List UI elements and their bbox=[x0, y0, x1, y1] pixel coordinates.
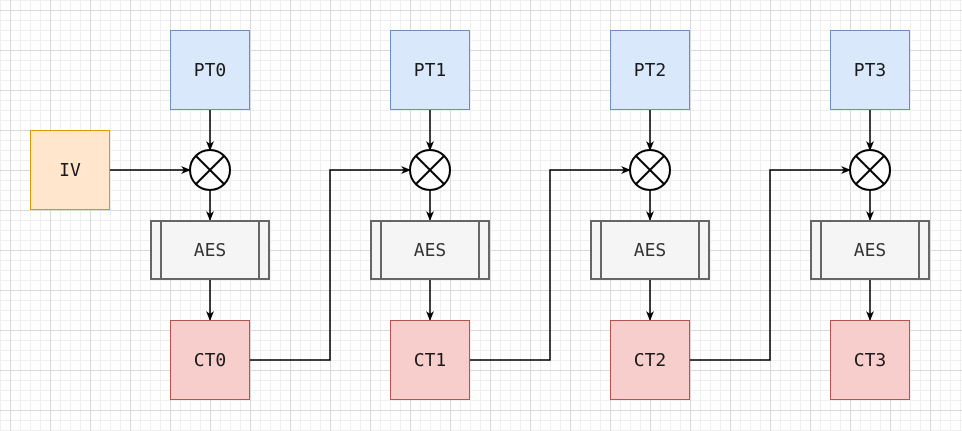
aes-block-0[interactable]: AES bbox=[150, 220, 270, 280]
plaintext-block-3[interactable]: PT3 bbox=[830, 30, 910, 110]
xor-circle-icon bbox=[629, 149, 671, 191]
aes-label-1: AES bbox=[413, 239, 447, 261]
plaintext-block-0[interactable]: PT0 bbox=[170, 30, 250, 110]
aes-label-0: AES bbox=[193, 239, 227, 261]
aes-label-2: AES bbox=[633, 239, 667, 261]
ciphertext-label-2: CT2 bbox=[633, 349, 667, 371]
ciphertext-label-0: CT0 bbox=[193, 349, 227, 371]
ciphertext-label-1: CT1 bbox=[413, 349, 447, 371]
arrow-ct-chain-1 bbox=[470, 166, 631, 361]
ciphertext-block-1[interactable]: CT1 bbox=[390, 320, 470, 400]
aes-block-2[interactable]: AES bbox=[590, 220, 710, 280]
plaintext-label-1: PT1 bbox=[413, 59, 447, 81]
ciphertext-block-3[interactable]: CT3 bbox=[830, 320, 910, 400]
xor-circle-icon bbox=[189, 149, 231, 191]
aes-block-3[interactable]: AES bbox=[810, 220, 930, 280]
iv-box[interactable]: IV bbox=[30, 130, 110, 210]
plaintext-block-1[interactable]: PT1 bbox=[390, 30, 470, 110]
aes-label-3: AES bbox=[853, 239, 887, 261]
ciphertext-block-2[interactable]: CT2 bbox=[610, 320, 690, 400]
plaintext-label-3: PT3 bbox=[853, 59, 887, 81]
ciphertext-block-0[interactable]: CT0 bbox=[170, 320, 250, 400]
xor-circle-icon bbox=[849, 149, 891, 191]
xor-circle-icon bbox=[409, 149, 451, 191]
ciphertext-label-3: CT3 bbox=[853, 349, 887, 371]
iv-label: IV bbox=[59, 159, 81, 181]
plaintext-label-2: PT2 bbox=[633, 59, 667, 81]
plaintext-label-0: PT0 bbox=[193, 59, 227, 81]
plaintext-block-2[interactable]: PT2 bbox=[610, 30, 690, 110]
aes-block-1[interactable]: AES bbox=[370, 220, 490, 280]
arrow-ct-chain-2 bbox=[690, 166, 851, 361]
arrow-ct-chain-0 bbox=[250, 166, 411, 361]
